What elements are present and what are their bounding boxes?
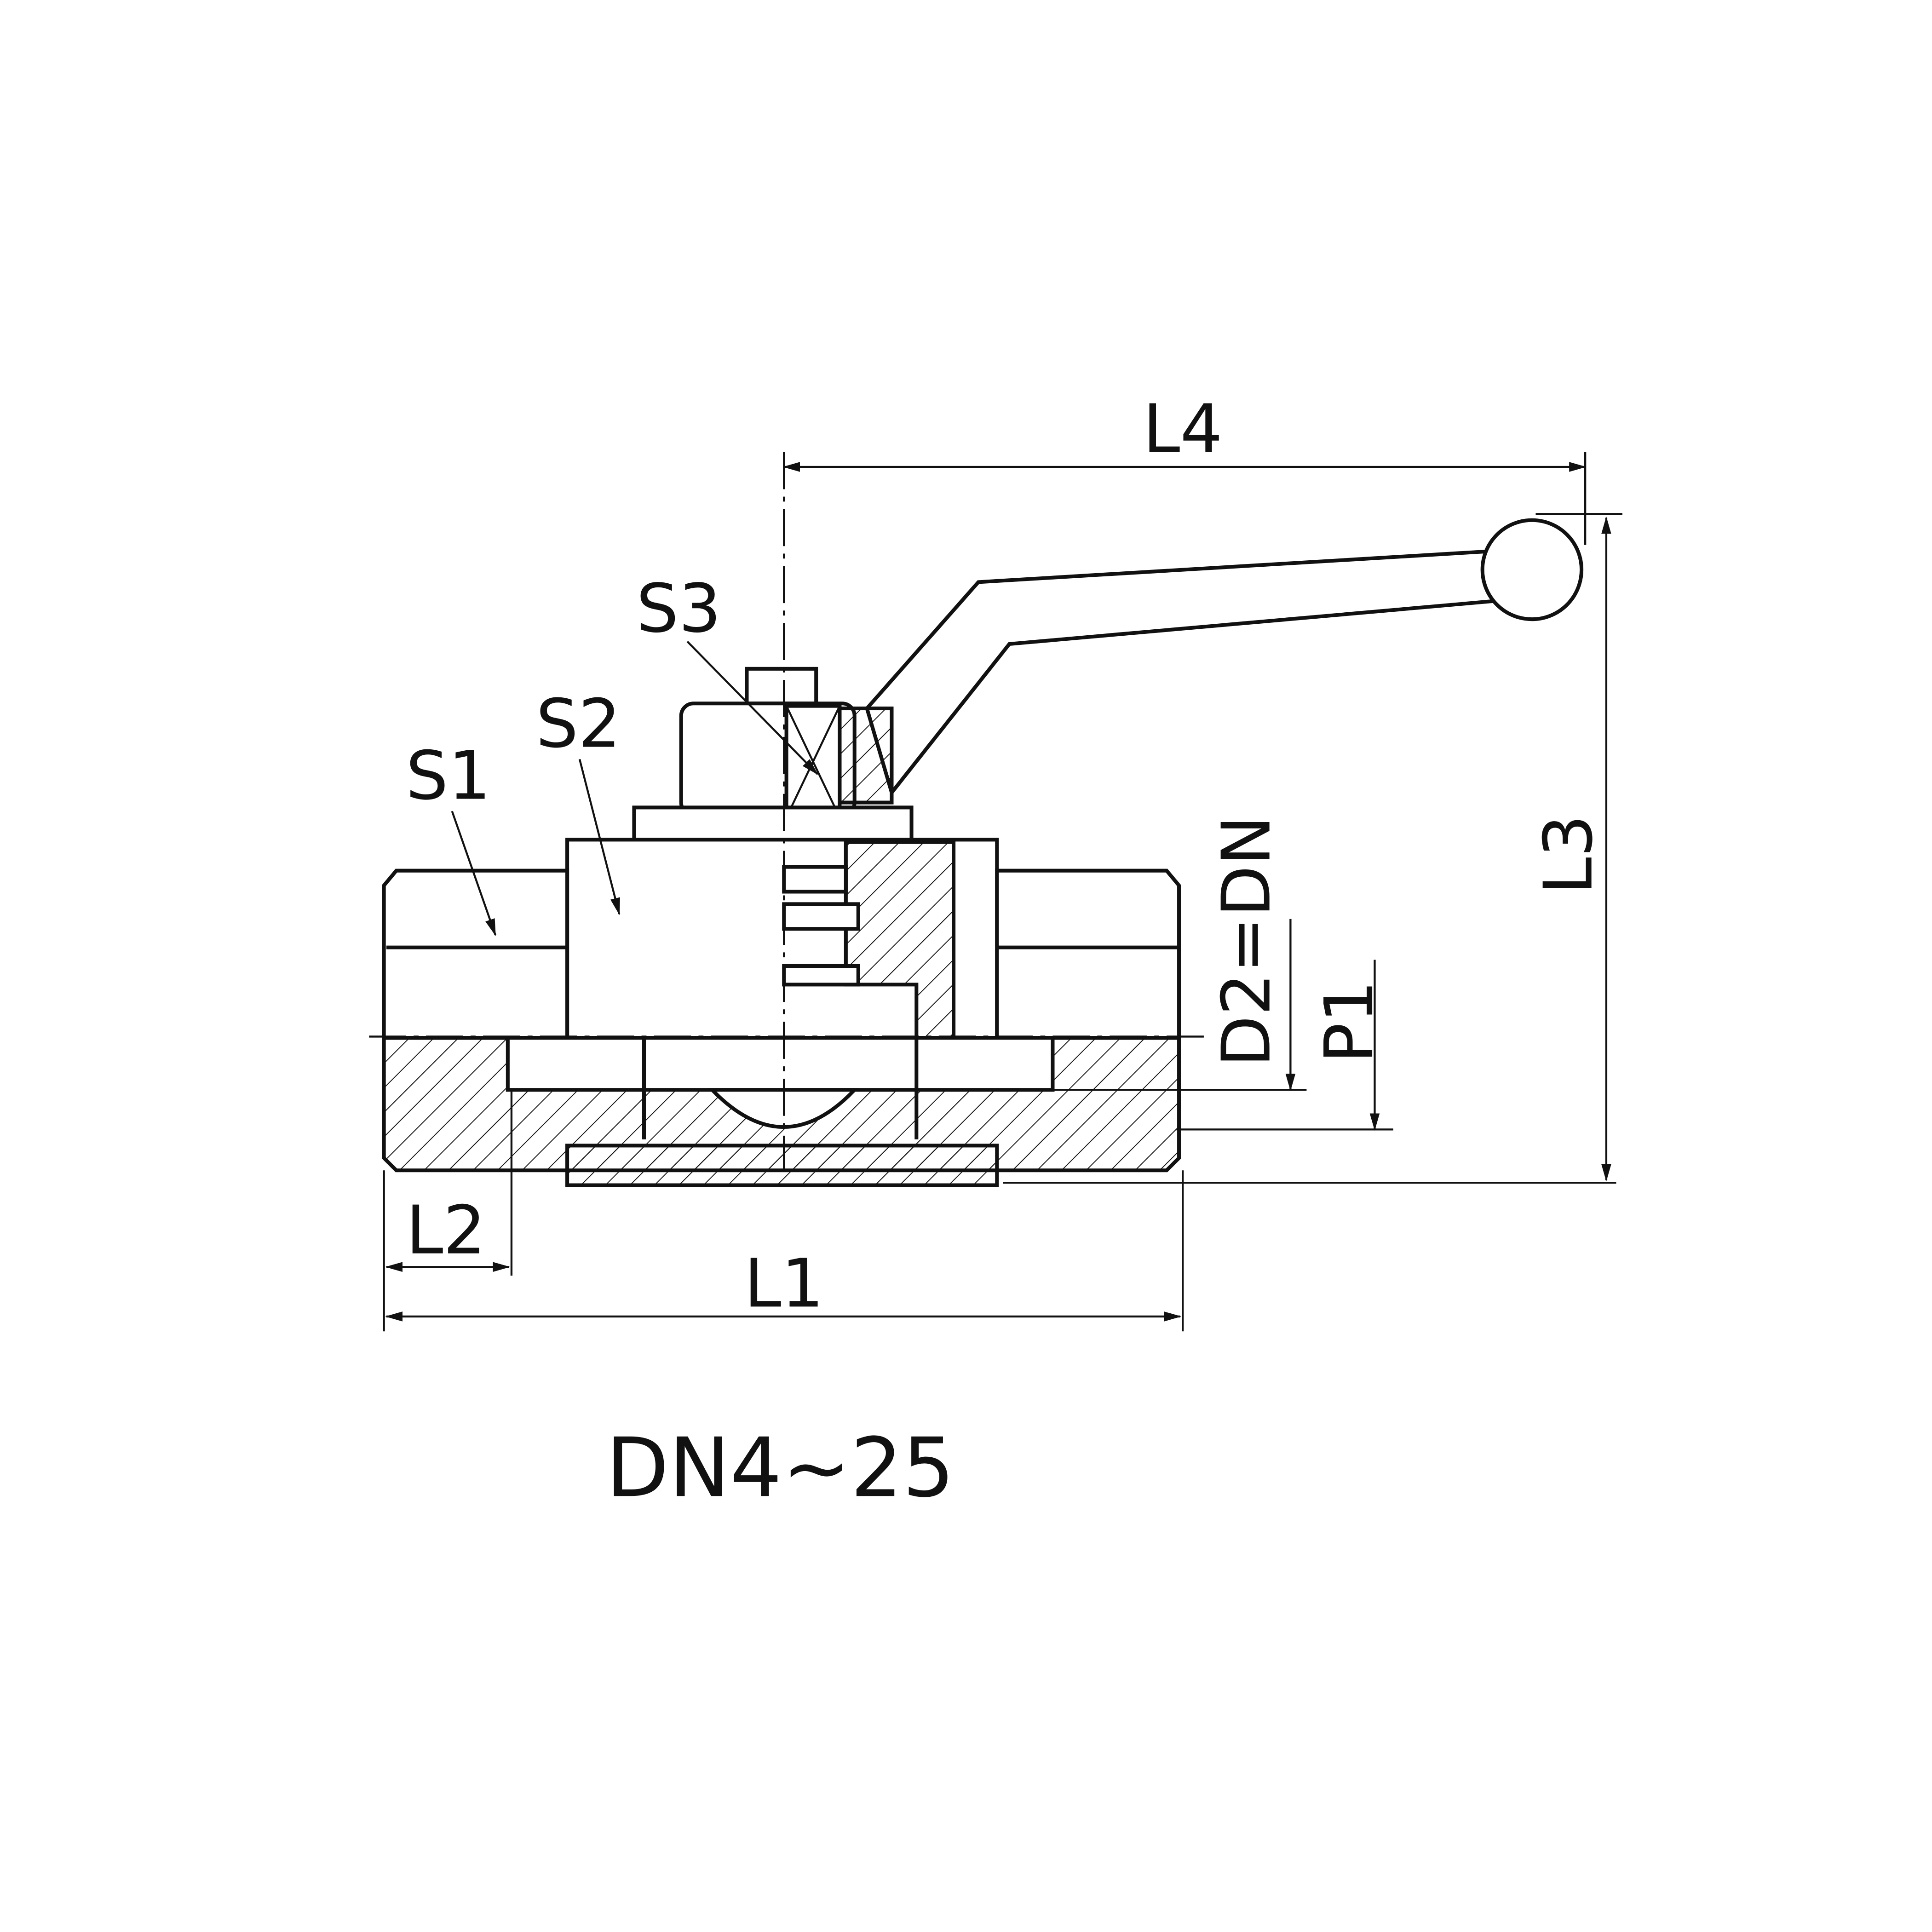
size-range-caption: DN4~25 <box>606 1420 954 1515</box>
label-l3: L3 <box>1530 815 1608 895</box>
leader-s1: S1 <box>406 737 496 937</box>
dimension-l2: L2 <box>383 1090 513 1332</box>
label-s1: S1 <box>406 737 491 815</box>
dimension-p1: P1 <box>1176 960 1393 1131</box>
dimension-l1: L1 <box>385 1170 1184 1332</box>
label-s3: S3 <box>636 570 721 648</box>
dimension-l3: L3 <box>1003 513 1622 1184</box>
label-l2: L2 <box>406 1192 486 1270</box>
label-p1: P1 <box>1311 980 1388 1063</box>
dimension-l4: L4 <box>782 391 1587 545</box>
handle <box>865 518 1584 797</box>
handle-knob <box>1480 518 1584 621</box>
label-s2: S2 <box>536 685 621 763</box>
leader-s3: S3 <box>636 570 818 775</box>
label-l1: L1 <box>744 1245 824 1322</box>
label-l4: L4 <box>1143 391 1223 468</box>
valve-body <box>382 838 1181 1187</box>
leader-s2: S2 <box>536 685 621 915</box>
dimension-d2: D2=DN <box>1052 816 1307 1091</box>
stem <box>632 667 914 844</box>
label-d2-dn: D2=DN <box>1208 816 1286 1067</box>
